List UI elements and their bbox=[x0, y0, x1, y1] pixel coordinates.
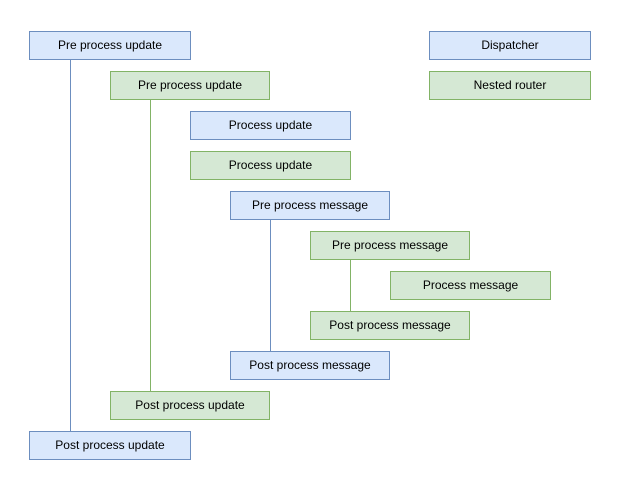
node-pre-process-message-dispatcher[interactable]: Pre process message bbox=[230, 191, 390, 220]
connector-edge-dispatcher-message bbox=[270, 220, 271, 351]
node-label: Process update bbox=[228, 118, 313, 133]
connector-edge-nested-router-update bbox=[150, 100, 151, 391]
connector-edge-nested-router-message bbox=[350, 260, 351, 311]
connector-edge-dispatcher-update bbox=[70, 60, 71, 431]
node-process-message-nested-router[interactable]: Process message bbox=[390, 271, 551, 300]
legend-label: Dispatcher bbox=[481, 38, 539, 53]
legend-dispatcher[interactable]: Dispatcher bbox=[429, 31, 591, 60]
legend-label: Nested router bbox=[473, 78, 547, 93]
node-process-update-dispatcher[interactable]: Process update bbox=[190, 111, 351, 140]
node-pre-process-message-nested-router[interactable]: Pre process message bbox=[310, 231, 470, 260]
node-post-process-message-dispatcher[interactable]: Post process message bbox=[230, 351, 390, 380]
node-label: Post process update bbox=[135, 398, 245, 413]
legend-nested-router[interactable]: Nested router bbox=[429, 71, 591, 100]
node-label: Pre process update bbox=[137, 78, 243, 93]
node-pre-process-update-nested-router[interactable]: Pre process update bbox=[110, 71, 270, 100]
node-label: Post process update bbox=[55, 438, 165, 453]
node-label: Pre process message bbox=[331, 238, 449, 253]
node-post-process-update-nested-router[interactable]: Post process update bbox=[110, 391, 270, 420]
node-process-update-nested-router[interactable]: Process update bbox=[190, 151, 351, 180]
node-post-process-message-nested-router[interactable]: Post process message bbox=[310, 311, 470, 340]
node-label: Post process message bbox=[329, 318, 451, 333]
node-label: Process update bbox=[228, 158, 313, 173]
node-label: Post process message bbox=[249, 358, 371, 373]
node-label: Pre process message bbox=[251, 198, 369, 213]
node-pre-process-update-dispatcher[interactable]: Pre process update bbox=[29, 31, 191, 60]
node-label: Pre process update bbox=[57, 38, 163, 53]
node-post-process-update-dispatcher[interactable]: Post process update bbox=[29, 431, 191, 460]
node-label: Process message bbox=[422, 278, 519, 293]
